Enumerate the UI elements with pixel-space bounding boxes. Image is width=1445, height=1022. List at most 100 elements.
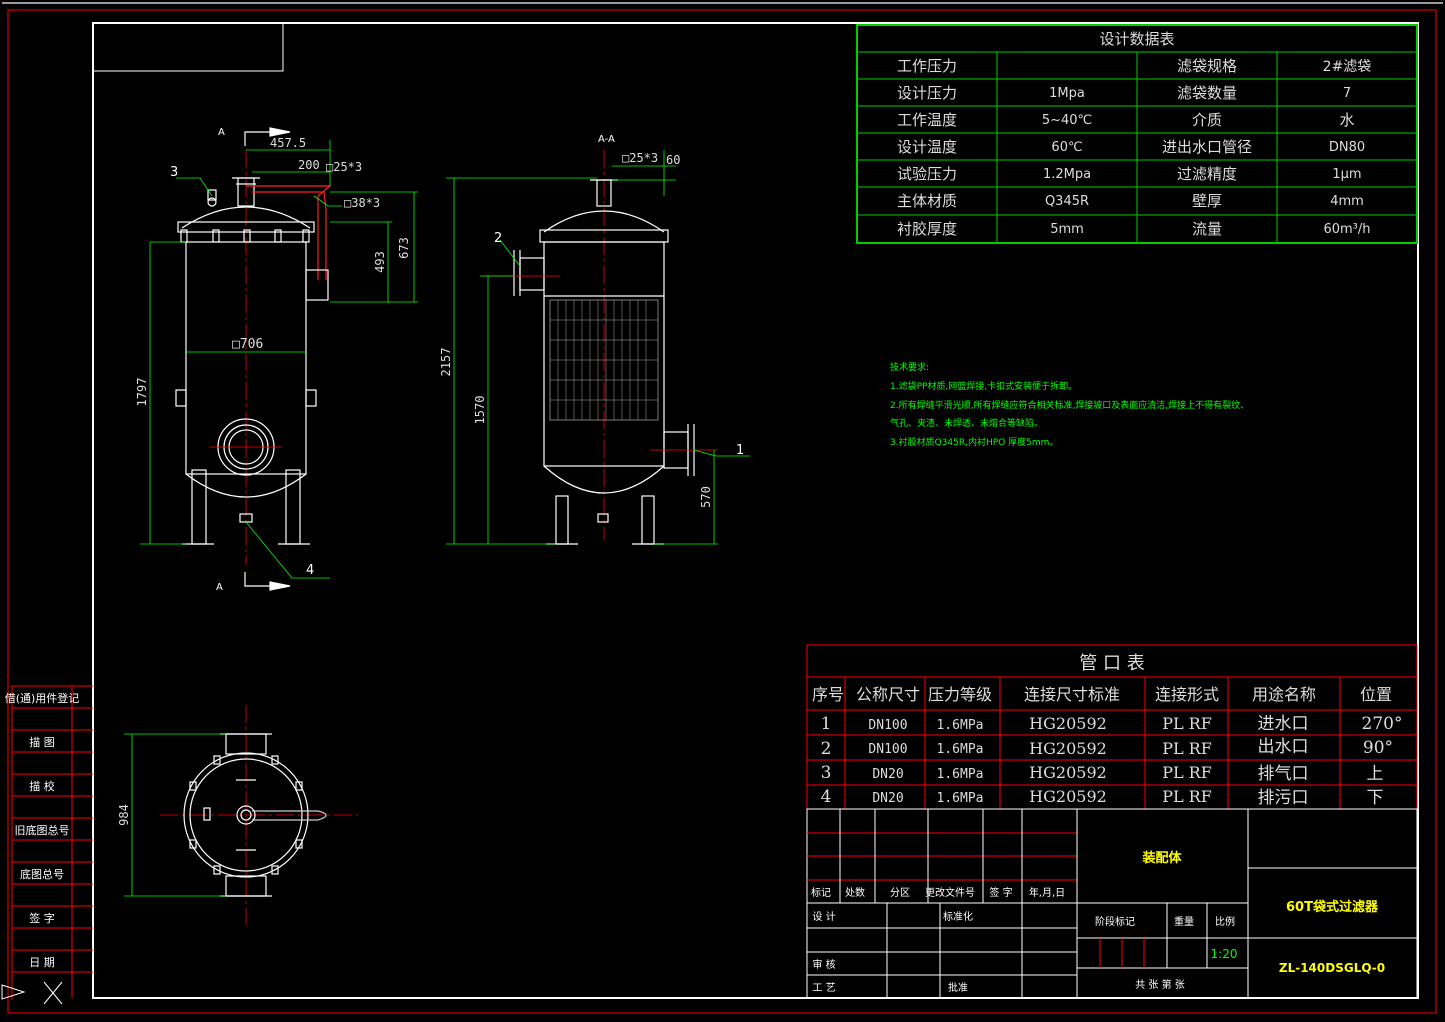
nt-r2-c2: 1.6MPa bbox=[937, 767, 984, 782]
dt-r0-c3: 2#滤袋 bbox=[1323, 59, 1372, 75]
dt-r1-c2: 滤袋数量 bbox=[1177, 84, 1237, 102]
dt-r2-c3: 水 bbox=[1339, 111, 1354, 129]
nt-r0-c4: PL RF bbox=[1162, 714, 1212, 733]
dt-r3-c0: 设计温度 bbox=[897, 138, 957, 156]
nt-r3-c1: DN20 bbox=[872, 791, 903, 806]
dt-r2-c0: 工作温度 bbox=[897, 111, 957, 129]
front-label-3: 3 bbox=[170, 165, 178, 180]
nt-h1: 公称尺寸 bbox=[856, 685, 920, 704]
front-pipe-25: □25*3 bbox=[326, 160, 362, 174]
nt-r3-c2: 1.6MPa bbox=[937, 791, 984, 806]
nt-r1-c2: 1.6MPa bbox=[937, 742, 984, 757]
dt-r1-c0: 设计压力 bbox=[897, 84, 957, 102]
title-block: 装配体 60T袋式过滤器 ZL-140DSGLQ-0 1:20 标记 处数 分区… bbox=[806, 808, 1418, 999]
dt-r0-c2: 滤袋规格 bbox=[1177, 57, 1237, 75]
dt-r5-c0: 主体材质 bbox=[897, 192, 957, 210]
notes-title: 技术要求: bbox=[890, 361, 929, 373]
front-section-bottom: A bbox=[216, 582, 223, 593]
scale-label: 比例 bbox=[1215, 915, 1235, 928]
corner-box bbox=[92, 22, 284, 72]
design-label: 设 计 bbox=[812, 910, 835, 923]
dim-493: 493 bbox=[373, 251, 387, 273]
dim-1570: 1570 bbox=[473, 396, 487, 425]
dt-r3-c3: DN80 bbox=[1329, 140, 1365, 155]
nt-r3-c6: 下 bbox=[1367, 788, 1384, 808]
dt-r6-c3: 60m³/h bbox=[1323, 222, 1370, 237]
top-view bbox=[160, 705, 358, 925]
nt-h4: 连接形式 bbox=[1155, 685, 1219, 704]
dt-r6-c2: 流量 bbox=[1192, 220, 1222, 238]
note-line-2: 2.所有焊缝平滑光顺,所有焊缝应符合相关标准,焊接坡口及表面应清洁,焊接上不得有… bbox=[890, 399, 1249, 411]
dim-706: □706 bbox=[232, 337, 263, 352]
dt-r0-c0: 工作压力 bbox=[897, 57, 957, 75]
dt-r6-c1: 5mm bbox=[1050, 222, 1084, 237]
side-stamps: 借(通)用件登记 描 图 描 校 旧底图总号 底图总号 签 字 日 期 bbox=[5, 685, 93, 1000]
rev-h2: 分区 bbox=[890, 887, 910, 899]
stamp-4: 底图总号 bbox=[20, 867, 64, 881]
nt-r0-c0: 1 bbox=[821, 714, 832, 734]
nt-h0: 序号 bbox=[812, 685, 844, 704]
nt-r1-c4: PL RF bbox=[1162, 739, 1212, 758]
nt-r3-c5: 排污口 bbox=[1258, 788, 1309, 808]
dt-r1-c1: 1Mpa bbox=[1049, 86, 1085, 101]
nt-r0-c1: DN100 bbox=[868, 718, 907, 733]
dim-984: 984 bbox=[117, 804, 131, 826]
nt-r2-c0: 3 bbox=[821, 763, 832, 783]
dt-r2-c1: 5~40℃ bbox=[1042, 113, 1092, 128]
nt-r1-c3: HG20592 bbox=[1029, 739, 1107, 758]
dt-r5-c3: 4mm bbox=[1330, 194, 1364, 209]
dt-r4-c3: 1μm bbox=[1332, 167, 1361, 182]
section-pipe-25: □25*3 bbox=[622, 151, 658, 165]
rev-h4: 签 字 bbox=[989, 886, 1012, 899]
dim-200: 200 bbox=[298, 158, 320, 172]
nt-r2-c6: 上 bbox=[1367, 764, 1384, 784]
stamp-1: 描 图 bbox=[29, 735, 55, 749]
nt-r0-c2: 1.6MPa bbox=[937, 718, 984, 733]
dt-r2-c2: 介质 bbox=[1192, 111, 1222, 129]
dt-r4-c2: 过滤精度 bbox=[1177, 165, 1237, 183]
nt-h2: 压力等级 bbox=[928, 685, 992, 704]
design-table-title: 设计数据表 bbox=[1099, 30, 1174, 48]
section-dimensions: □25*3 60 2157 1570 570 bbox=[439, 150, 718, 545]
dim-457: 457.5 bbox=[270, 136, 306, 150]
approve-label: 批准 bbox=[948, 981, 968, 994]
stage-mark-label: 阶段标记 bbox=[1095, 915, 1135, 928]
inner-border bbox=[92, 22, 1419, 999]
scale-value: 1:20 bbox=[1211, 947, 1238, 961]
rev-h0: 标记 bbox=[811, 887, 831, 899]
nt-h3: 连接尺寸标准 bbox=[1024, 685, 1120, 704]
weight-label: 重量 bbox=[1174, 915, 1194, 928]
front-view: A A bbox=[170, 127, 332, 593]
nt-h5: 用途名称 bbox=[1252, 685, 1316, 704]
nt-r1-c1: DN100 bbox=[868, 742, 907, 757]
stamp-3: 旧底图总号 bbox=[15, 823, 70, 837]
note-line-1: 1.滤袋PP材质,网篮焊接,卡扣式安装便于拆卸。 bbox=[890, 380, 1077, 392]
rev-h3: 更改文件号 bbox=[925, 886, 975, 899]
front-dimensions: 457.5 200 □25*3 □38*3 493 673 □706 1797 bbox=[135, 136, 418, 545]
stamp-5: 签 字 bbox=[29, 911, 55, 925]
drawing-number: ZL-140DSGLQ-0 bbox=[1279, 961, 1385, 975]
design-data-table: 设计数据表 工作压力 滤袋规格 2#滤袋 设计压力 1Mpa 滤袋数量 7 工作… bbox=[856, 24, 1418, 244]
stamp-6: 日 期 bbox=[29, 956, 55, 969]
nt-r3-c3: HG20592 bbox=[1029, 787, 1107, 806]
dim-60: 60 bbox=[666, 153, 680, 167]
nt-r1-c6: 90° bbox=[1363, 738, 1393, 758]
dim-2157: 2157 bbox=[439, 348, 453, 377]
nt-r1-c5: 出水口 bbox=[1258, 737, 1309, 757]
dt-r1-c3: 7 bbox=[1343, 86, 1351, 101]
dt-r5-c1: Q345R bbox=[1045, 194, 1089, 209]
front-label-4: 4 bbox=[306, 563, 314, 578]
standardize-label: 标准化 bbox=[943, 910, 973, 923]
top-toolbar-strip bbox=[2, 2, 1443, 4]
nozzle-table: 管 口 表 序号 公称尺寸 压力等级 连接尺寸标准 连接形式 用途名称 位置 1… bbox=[806, 644, 1418, 810]
section-title: A-A bbox=[598, 134, 615, 145]
rev-h5: 年,月,日 bbox=[1029, 886, 1065, 899]
section-label-2: 2 bbox=[494, 231, 502, 246]
dt-r6-c0: 衬胶厚度 bbox=[897, 220, 957, 238]
dt-r4-c0: 试验压力 bbox=[897, 165, 957, 183]
front-section-top: A bbox=[218, 127, 225, 138]
section-view: A-A bbox=[482, 134, 750, 545]
ucs-icon bbox=[1, 981, 63, 1005]
assembly-label: 装配体 bbox=[1141, 850, 1182, 866]
